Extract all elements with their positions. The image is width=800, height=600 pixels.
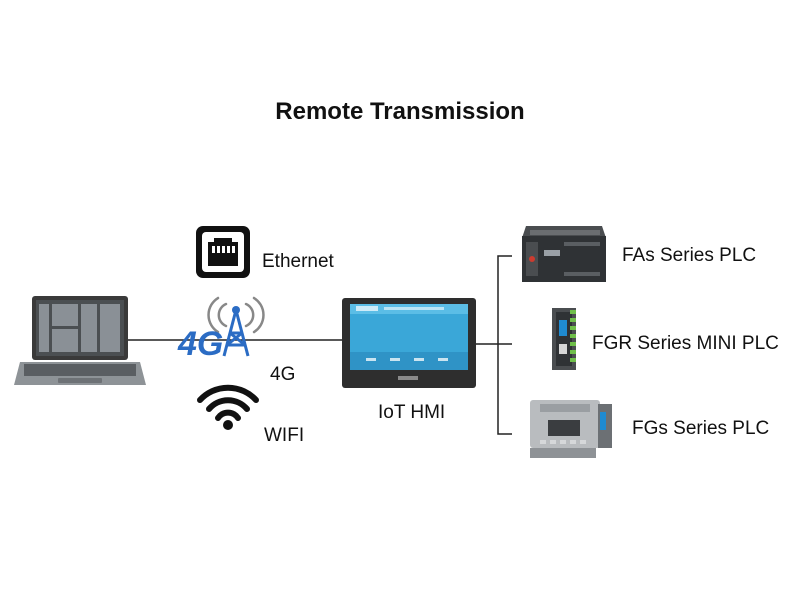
- wifi-label: WIFI: [264, 425, 305, 446]
- fourg-logo-text: 4G: [177, 325, 223, 363]
- hmi-label: IoT HMI: [378, 402, 446, 423]
- ethernet-label: Ethernet: [262, 251, 334, 272]
- wifi-icon: [197, 384, 259, 421]
- fourg-label: 4G: [270, 364, 296, 385]
- laptop-icon: [14, 296, 146, 385]
- plc-fgs-label: FGs Series PLC: [632, 418, 770, 439]
- wifi-icon-dot: [223, 420, 233, 430]
- antenna-4g-icon: 4G: [177, 296, 265, 363]
- hmi-panel: [342, 298, 476, 388]
- plc-bracket: [497, 255, 512, 435]
- plc-fas-device: [522, 226, 606, 282]
- ethernet-icon: [196, 226, 250, 278]
- plc-fas-label: FAs Series PLC: [622, 245, 757, 266]
- plc-fgs-device: [530, 400, 612, 458]
- plc-fgr-device: [552, 308, 576, 370]
- plc-fgr-label: FGR Series MINI PLC: [592, 333, 779, 354]
- diagram-title: Remote Transmission: [275, 98, 525, 125]
